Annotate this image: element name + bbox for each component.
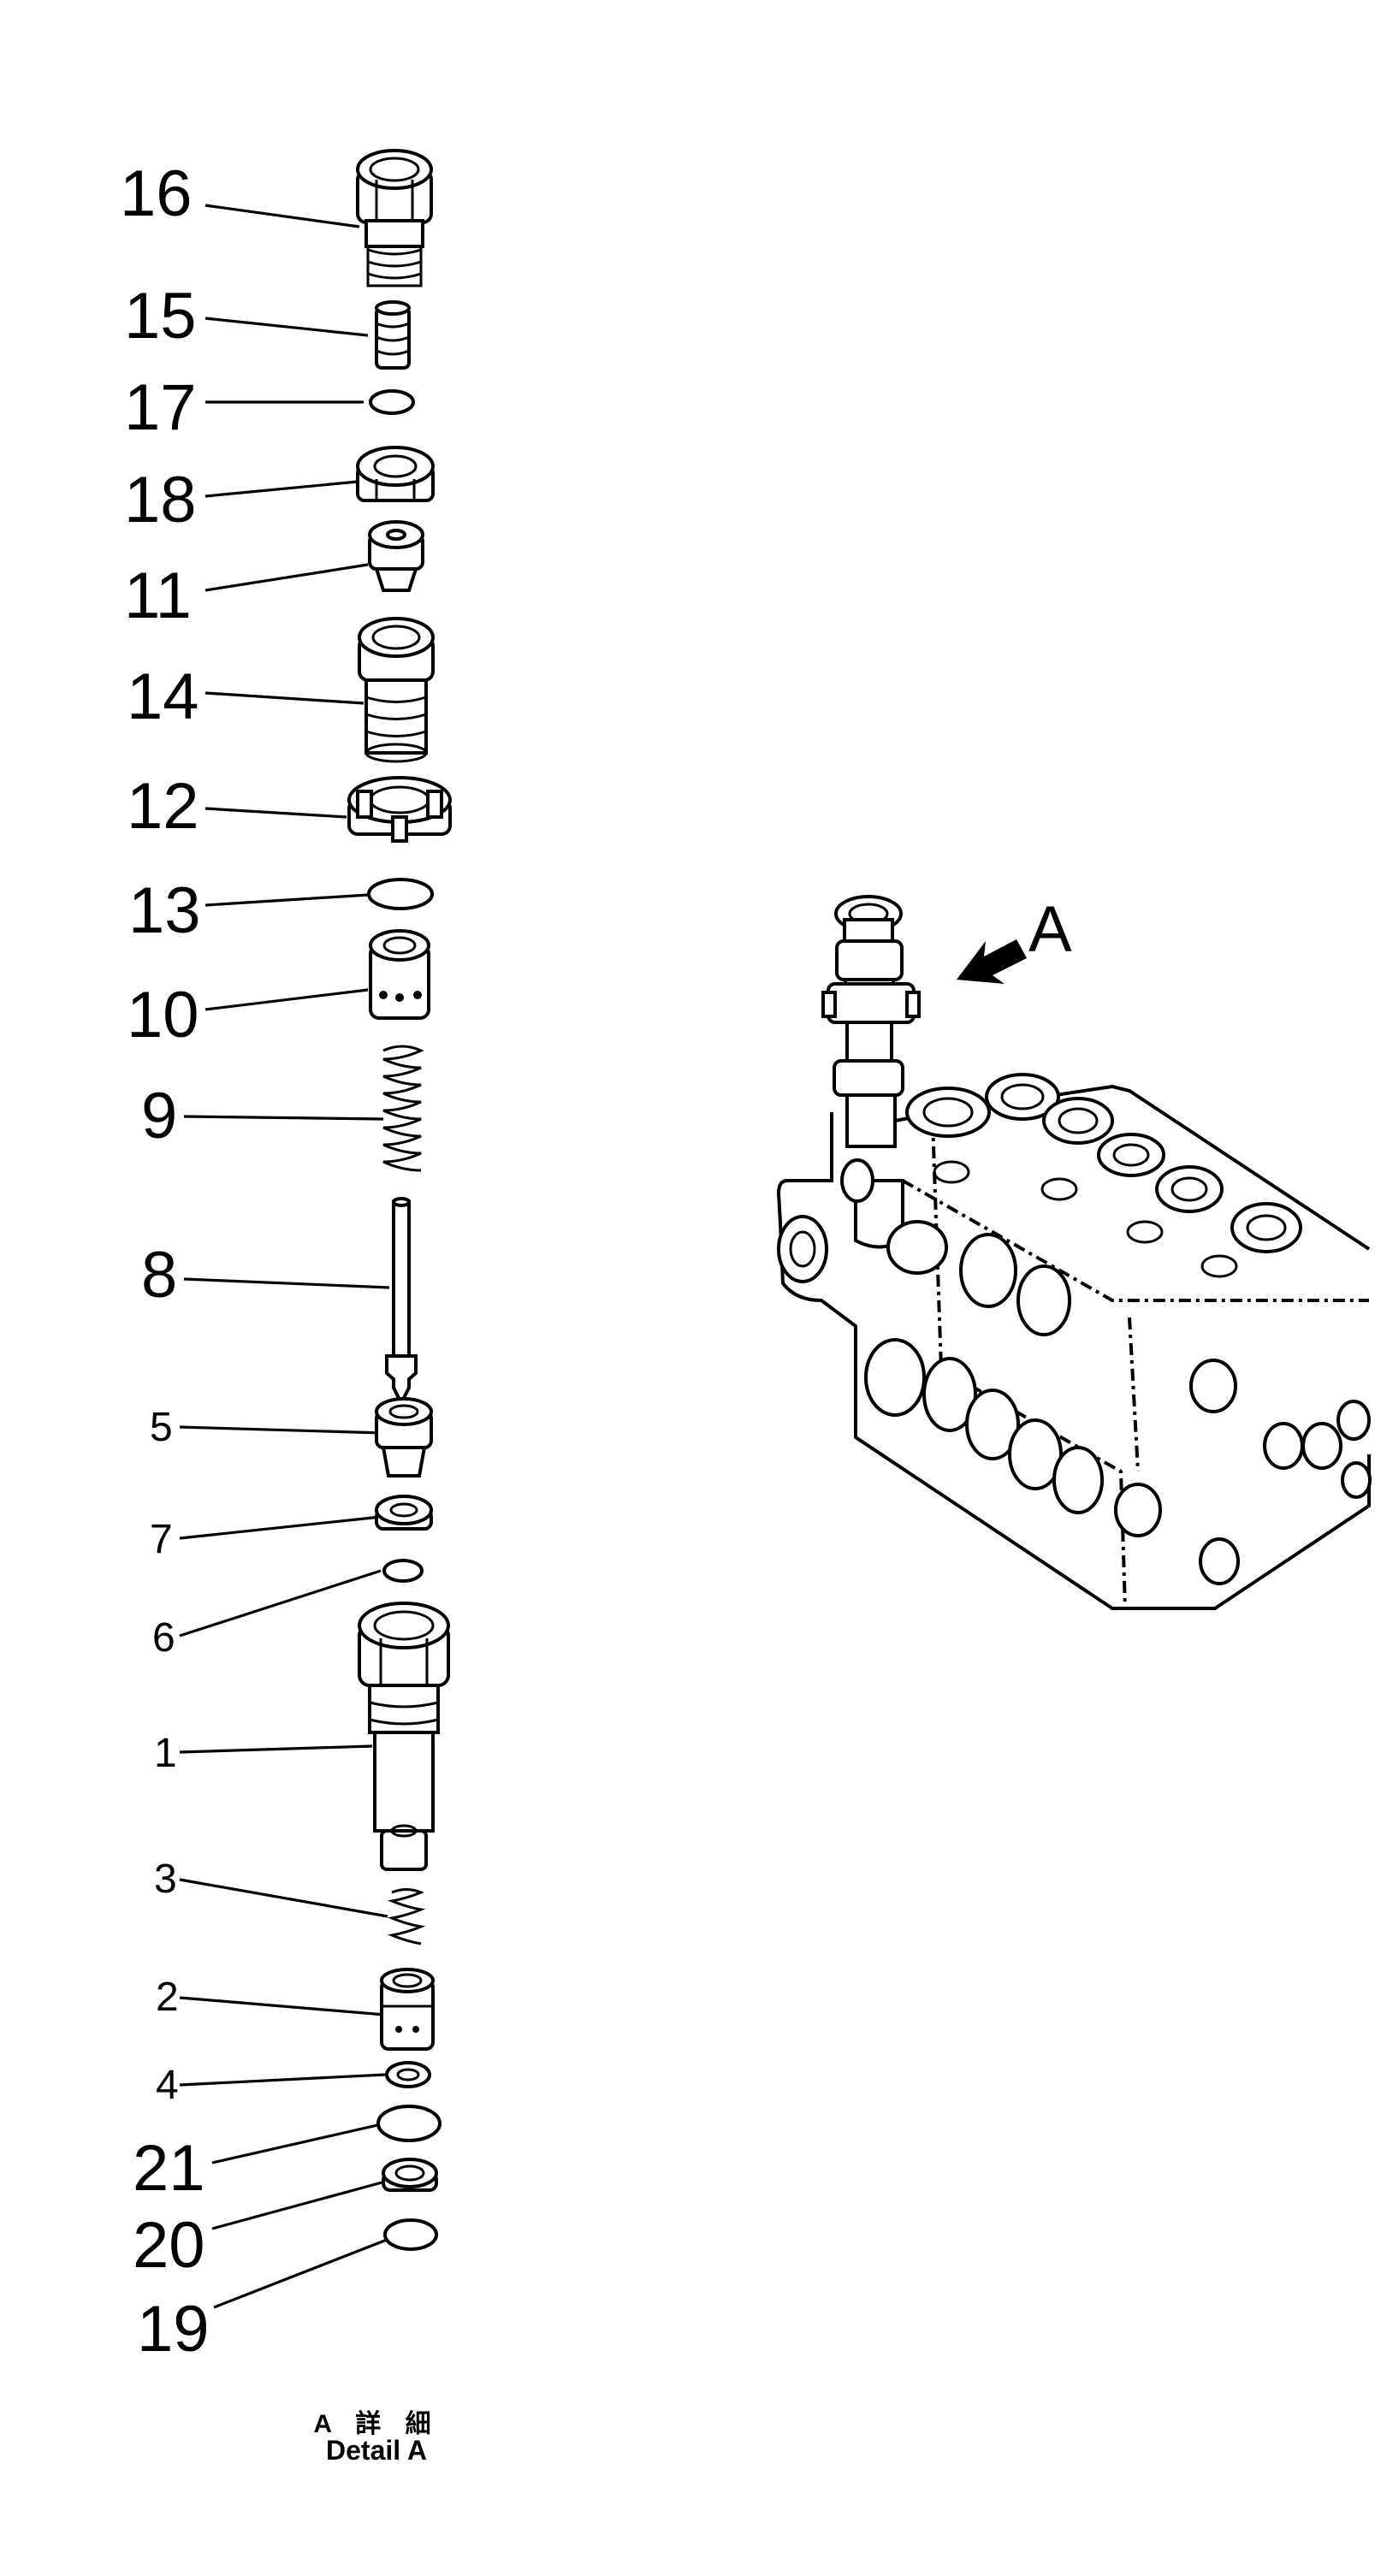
- callout-14: 14: [127, 660, 199, 733]
- callout-21: 21: [133, 2132, 205, 2205]
- callout-labels: 16 15 17 18 11 14 12 13 10 9 8 5 7 6 1 3…: [120, 157, 210, 2366]
- callout-8: 8: [141, 1239, 177, 1312]
- callout-1: 1: [154, 1731, 177, 1776]
- caption-english: Detail A: [326, 2435, 427, 2466]
- callout-3: 3: [154, 1856, 177, 1902]
- part-7-washer: [375, 1495, 433, 1531]
- part-16-plug: [356, 149, 433, 287]
- part-8-needle: [385, 1197, 418, 1407]
- callout-17: 17: [124, 371, 197, 444]
- callout-20: 20: [133, 2209, 205, 2282]
- leader-lines: [179, 204, 390, 2309]
- part-14-sleeve: [358, 617, 435, 763]
- part-9-spring: [382, 1045, 424, 1172]
- view-arrow: [957, 939, 1027, 984]
- part-11-poppet: [368, 520, 424, 592]
- part-2-plunger: [380, 1968, 435, 2051]
- part-17-o-ring: [369, 389, 415, 415]
- callout-13: 13: [128, 874, 201, 947]
- part-12-locknut: [347, 776, 452, 843]
- callout-7: 7: [150, 1517, 173, 1562]
- callout-18: 18: [124, 464, 197, 536]
- caption-japanese: A 詳 細: [313, 2410, 440, 2438]
- part-10-piston: [369, 929, 430, 1020]
- callout-12: 12: [127, 770, 199, 843]
- part-15-spring: [375, 300, 411, 370]
- callout-6: 6: [152, 1615, 175, 1661]
- part-1-valve-body: [358, 1602, 450, 1871]
- control-valve-assembly: [776, 895, 1372, 1610]
- callout-4: 4: [156, 2063, 179, 2108]
- part-18-nut: [356, 446, 435, 502]
- part-6-o-ring: [382, 1559, 424, 1583]
- part-5-seat: [375, 1397, 433, 1477]
- callout-5: 5: [150, 1405, 173, 1450]
- mounted-relief-valve: [821, 895, 921, 1249]
- part-21-o-ring: [376, 2105, 442, 2142]
- callout-15: 15: [124, 280, 197, 352]
- callout-10: 10: [127, 979, 199, 1051]
- view-marker-a: A: [1028, 893, 1072, 966]
- port-bosses: [777, 1073, 1372, 1585]
- part-20-washer: [382, 2158, 438, 2192]
- part-19-o-ring: [383, 2218, 438, 2251]
- callout-19: 19: [137, 2293, 210, 2366]
- part-4-washer: [385, 2061, 431, 2088]
- callout-11: 11: [124, 560, 192, 632]
- part-13-o-ring: [367, 878, 434, 910]
- callout-2: 2: [156, 1975, 179, 2020]
- callout-16: 16: [120, 157, 193, 230]
- part-3-spring: [387, 1888, 426, 1945]
- callout-9: 9: [141, 1080, 177, 1152]
